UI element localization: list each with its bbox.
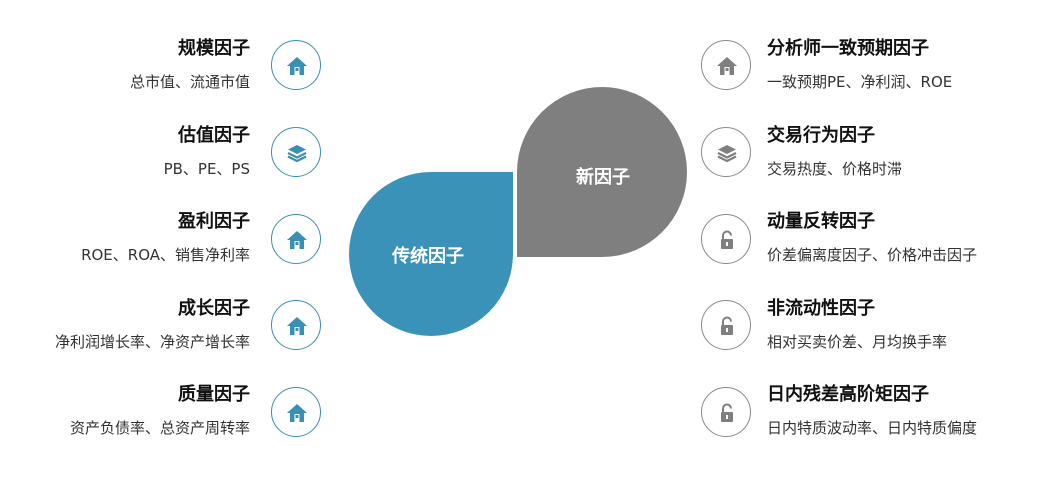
factor-title: 成长因子 [178, 298, 250, 319]
factor-desc: 交易热度、价格时滞 [767, 160, 903, 178]
traditional-factor-item: 估值因子 PB、PE、PS [0, 124, 250, 184]
factor-icon-circle [701, 387, 751, 437]
factor-desc: 价差偏离度因子、价格冲击因子 [767, 246, 978, 264]
factor-icon-circle [701, 127, 751, 177]
center-petals: 新因子 传统因子 [340, 86, 690, 346]
traditional-factor-item: 成长因子 净利润增长率、净资产增长率 [0, 297, 250, 357]
home-icon [287, 404, 307, 422]
factor-icon-circle [701, 40, 751, 90]
factor-desc: ROE、ROA、销售净利率 [81, 246, 250, 264]
unlock-icon [721, 316, 733, 335]
factor-desc: PB、PE、PS [163, 160, 250, 178]
factor-title: 非流动性因子 [767, 298, 875, 319]
factor-title: 估值因子 [178, 125, 250, 146]
new-factor-item: 分析师一致预期因子 一致预期PE、净利润、ROE [767, 37, 1054, 97]
factor-desc: 相对买卖价差、月均换手率 [767, 333, 948, 351]
factor-title: 质量因子 [178, 384, 250, 405]
home-icon [717, 57, 737, 75]
traditional-factor-item: 质量因子 资产负债率、总资产周转率 [0, 383, 250, 443]
new-factor-item: 日内残差高阶矩因子 日内特质波动率、日内特质偏度 [767, 383, 1054, 443]
factor-title: 动量反转因子 [767, 211, 875, 232]
new-factor-petal [517, 87, 687, 257]
factor-icon-circle [271, 387, 321, 437]
factor-title: 分析师一致预期因子 [767, 38, 929, 59]
petals-graphic [349, 87, 687, 336]
factor-icon-circle [701, 300, 751, 350]
new-factor-item: 交易行为因子 交易热度、价格时滞 [767, 124, 1054, 184]
home-icon [287, 317, 307, 335]
factor-title: 规模因子 [178, 38, 250, 59]
unlock-icon [721, 403, 733, 422]
home-icon [287, 57, 307, 75]
factor-desc: 日内特质波动率、日内特质偏度 [767, 419, 978, 437]
factor-desc: 资产负债率、总资产周转率 [69, 419, 250, 437]
layers-icon [717, 145, 737, 163]
factor-title: 日内残差高阶矩因子 [767, 384, 929, 405]
traditional-factor-item: 规模因子 总市值、流通市值 [0, 37, 250, 97]
unlock-icon [721, 230, 733, 249]
factor-desc: 净利润增长率、净资产增长率 [54, 333, 250, 351]
factor-icon-circle [271, 40, 321, 90]
new-factor-item: 动量反转因子 价差偏离度因子、价格冲击因子 [767, 210, 1054, 270]
layers-icon [287, 145, 307, 163]
home-icon [287, 231, 307, 249]
traditional-factor-item: 盈利因子 ROE、ROA、销售净利率 [0, 210, 250, 270]
factor-icon-circle [701, 214, 751, 264]
factor-desc: 一致预期PE、净利润、ROE [767, 73, 953, 91]
factor-icon-circle [271, 127, 321, 177]
traditional-factor-petal [349, 172, 513, 336]
new-factor-item: 非流动性因子 相对买卖价差、月均换手率 [767, 297, 1054, 357]
new-factor-label: 新因子 [576, 167, 630, 188]
factor-icon-circle [271, 214, 321, 264]
traditional-factor-label: 传统因子 [392, 246, 464, 267]
factor-desc: 总市值、流通市值 [129, 73, 250, 91]
factor-title: 盈利因子 [178, 211, 250, 232]
factor-title: 交易行为因子 [767, 125, 875, 146]
factor-icon-circle [271, 300, 321, 350]
